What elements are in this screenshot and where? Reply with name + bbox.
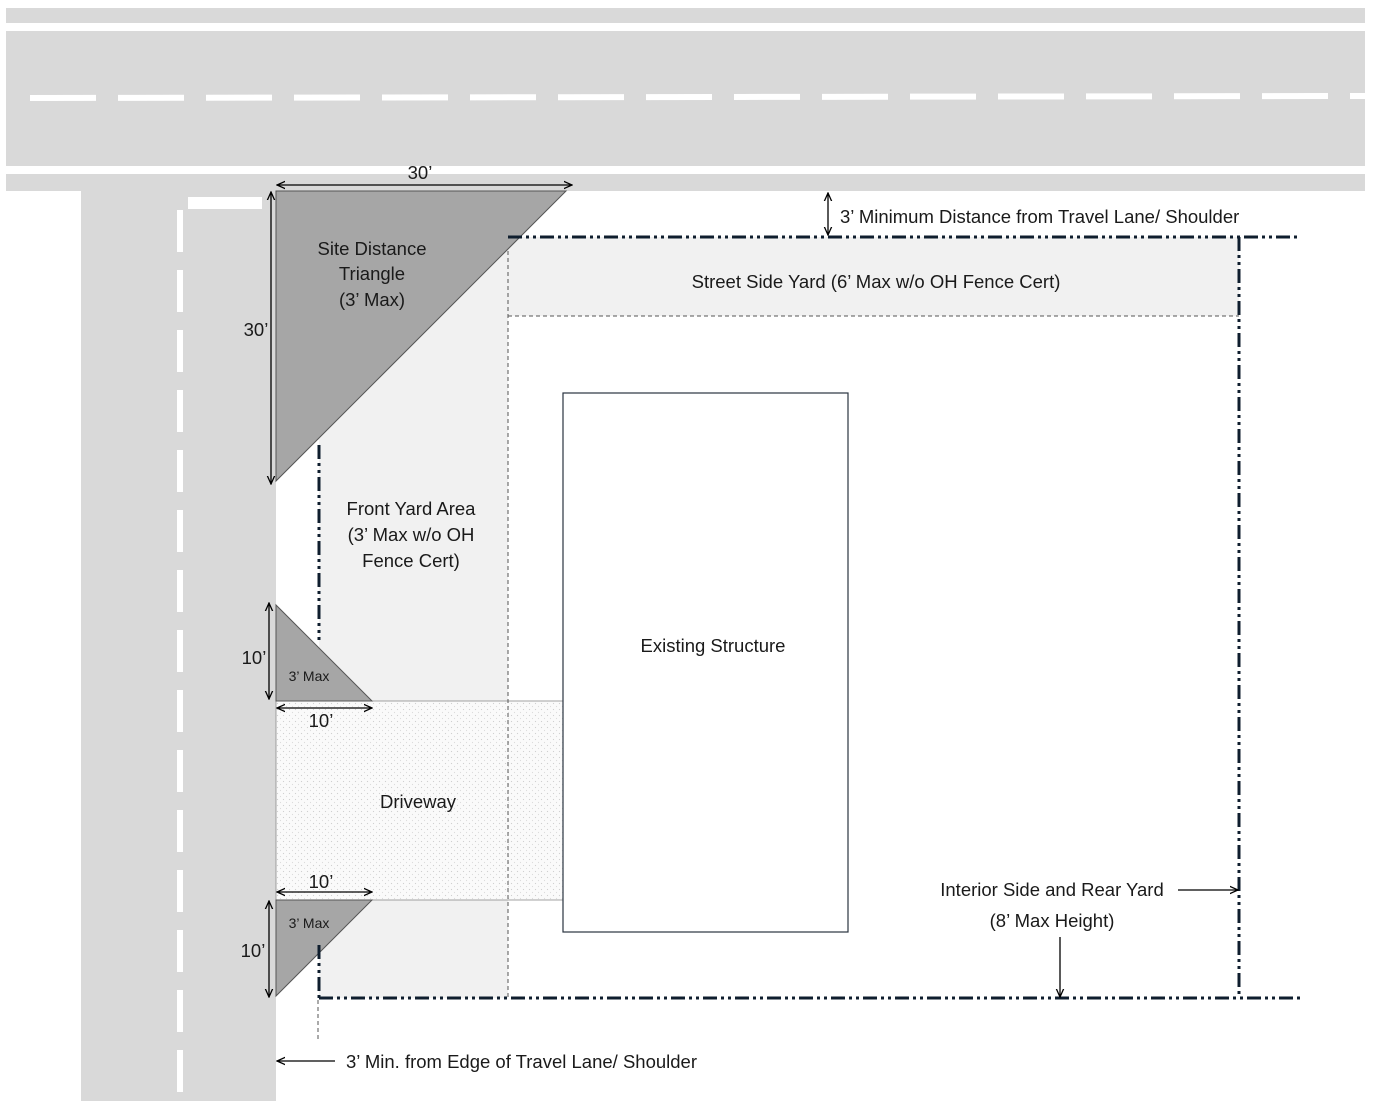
front-yard-label-line2: (3’ Max w/o OH (348, 524, 475, 545)
road-center-dashes (29, 93, 1366, 101)
upper-triangle-height-label: 10’ (242, 647, 267, 668)
side-road (81, 191, 276, 1101)
upper-triangle-max-label: 3’ Max (289, 668, 330, 684)
interior-yard-label-line1: Interior Side and Rear Yard (940, 879, 1164, 900)
top-triangle-height-label: 30’ (244, 319, 269, 340)
sight-triangle-label-line3: (3’ Max) (339, 289, 405, 310)
front-yard-label-line3: Fence Cert) (362, 550, 460, 571)
road-shoulder (6, 174, 1365, 191)
sight-triangle-label-line1: Site Distance (318, 238, 427, 259)
lower-triangle-width-label: 10’ (309, 871, 334, 892)
street-side-yard-label: Street Side Yard (6’ Max w/o OH Fence Ce… (692, 271, 1061, 292)
main-road (6, 8, 1366, 191)
upper-driveway-triangle (275, 603, 374, 702)
sight-triangle-label-line2: Triangle (339, 263, 405, 284)
existing-structure-label: Existing Structure (641, 635, 786, 656)
lower-triangle-height-label: 10’ (241, 940, 266, 961)
dimension-arrows (269, 185, 1238, 1061)
driveway-label: Driveway (380, 791, 457, 812)
lower-driveway-triangle (275, 899, 374, 998)
lower-triangle-max-label: 3’ Max (289, 915, 330, 931)
property-line (317, 235, 1300, 1000)
existing-structure (562, 392, 849, 933)
top-triangle-width-label: 30’ (408, 162, 433, 183)
front-yard-label-line1: Front Yard Area (347, 498, 477, 519)
road-strip-top (6, 8, 1365, 23)
min-distance-bottom-label: 3’ Min. from Edge of Travel Lane/ Should… (346, 1051, 697, 1072)
sight-distance-triangle (275, 190, 568, 483)
side-road-stop-bar (188, 197, 262, 209)
min-distance-top-label: 3’ Minimum Distance from Travel Lane/ Sh… (840, 206, 1239, 227)
interior-yard-label-line2: (8’ Max Height) (990, 910, 1115, 931)
upper-triangle-width-label: 10’ (309, 710, 334, 731)
driveway-area (275, 700, 564, 901)
street-side-yard-area (508, 237, 1239, 316)
